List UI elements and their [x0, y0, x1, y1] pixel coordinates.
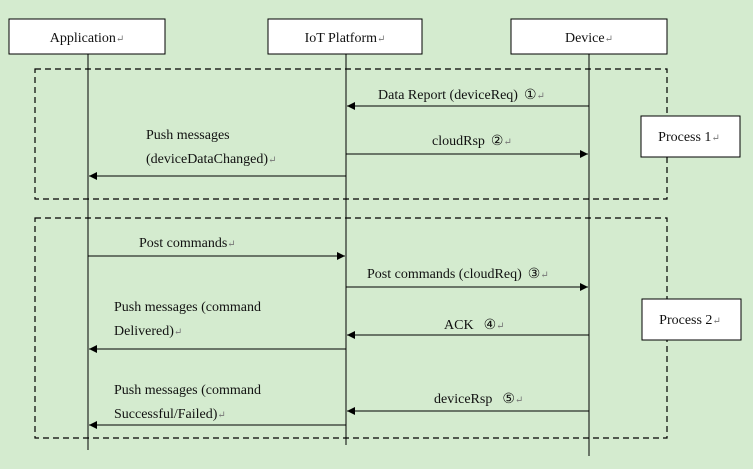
paragraph-mark: ↵: [503, 137, 511, 148]
participant-label: Device: [565, 31, 605, 46]
message-label-post-commands: Post commands↵: [139, 236, 236, 251]
svg-text:Process 2↵: Process 2↵: [659, 313, 721, 328]
message-label-push-result-line2: Successful/Failed)↵: [114, 407, 226, 422]
paragraph-mark: ↵: [540, 270, 548, 281]
step-number: ⑤: [502, 392, 515, 407]
step-number: ②: [491, 134, 504, 149]
process-2-label[interactable]: Process 2↵: [641, 298, 742, 341]
svg-text:Device↵: Device↵: [565, 31, 613, 46]
message-label-push-result: Push messages (command: [114, 383, 261, 398]
step-number: ④: [484, 318, 497, 333]
message-label-post-commands-cloudreq: Post commands (cloudReq)③↵: [367, 267, 549, 282]
paragraph-mark: ↵: [116, 34, 124, 45]
participant-device[interactable]: Device↵: [510, 18, 668, 55]
process-1-label[interactable]: Process 1↵: [640, 115, 741, 158]
paragraph-mark: ↵: [217, 410, 225, 421]
process-1-frame: [34, 68, 668, 200]
participant-label: Application: [50, 31, 116, 46]
message-label-data-report: Data Report (deviceReq)①↵: [378, 88, 545, 103]
paragraph-mark: ↵: [496, 321, 504, 332]
svg-text:IoT Platform↵: IoT Platform↵: [305, 31, 386, 46]
participant-application[interactable]: Application↵: [8, 18, 166, 55]
process-label: Process 1: [658, 130, 711, 145]
message-label-push-delivered: Push messages (command: [114, 300, 261, 315]
process-label: Process 2: [659, 313, 712, 328]
paragraph-mark: ↵: [377, 34, 385, 45]
participant-label: IoT Platform: [305, 31, 378, 46]
paragraph-mark: ↵: [712, 316, 720, 327]
message-label-push-delivered-line2: Delivered)↵: [114, 324, 182, 339]
step-number: ③: [528, 267, 541, 282]
paragraph-mark: ↵: [605, 34, 613, 45]
paragraph-mark: ↵: [711, 133, 719, 144]
paragraph-mark: ↵: [227, 239, 235, 250]
paragraph-mark: ↵: [515, 395, 523, 406]
paragraph-mark: ↵: [174, 327, 182, 338]
participant-iot-platform[interactable]: IoT Platform↵: [267, 18, 423, 55]
message-label-push-data-changed-line2: (deviceDataChanged)↵: [146, 152, 276, 167]
svg-text:Application↵: Application↵: [50, 31, 125, 46]
svg-text:Process 1↵: Process 1↵: [658, 130, 720, 145]
paragraph-mark: ↵: [268, 155, 276, 166]
message-label-push-data-changed: Push messages: [146, 128, 230, 143]
paragraph-mark: ↵: [537, 91, 545, 102]
step-number: ①: [524, 88, 537, 103]
